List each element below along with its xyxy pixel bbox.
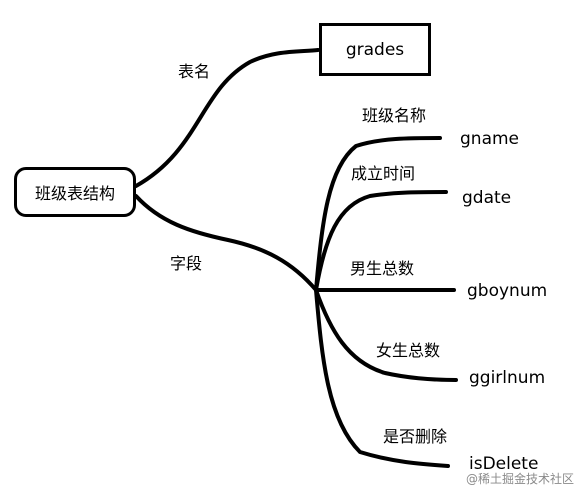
connector-field-gname (314, 136, 442, 292)
table-name-text: grades (345, 39, 405, 60)
connector-root-to-table (134, 48, 320, 188)
field-desc-isdelete: 是否删除 (383, 427, 448, 446)
root-node: 班级表结构 (14, 167, 136, 217)
field-name-gboynum: gboynum (467, 281, 548, 301)
connector-field-ggirlnum (314, 288, 458, 382)
field-desc-gdate: 成立时间 (351, 164, 416, 183)
branch-label-fields: 字段 (170, 254, 203, 273)
field-desc-gboynum: 男生总数 (350, 259, 415, 278)
field-name-ggirlnum: ggirlnum (469, 368, 546, 388)
field-name-gname: gname (460, 129, 520, 149)
field-name-isdelete: isDelete (469, 454, 539, 474)
connector-field-isdelete (314, 288, 450, 468)
connector-root-to-fields (134, 194, 318, 292)
field-desc-ggirlnum: 女生总数 (376, 341, 441, 360)
table-name-node: grades (319, 23, 431, 76)
field-name-gdate: gdate (462, 188, 512, 208)
root-label: 班级表结构 (34, 184, 115, 203)
field-desc-gname: 班级名称 (362, 106, 427, 125)
branch-label-table: 表名 (178, 62, 211, 81)
connector-field-gdate (314, 190, 448, 292)
watermark-text: @稀土掘金技术社区 (466, 472, 575, 486)
